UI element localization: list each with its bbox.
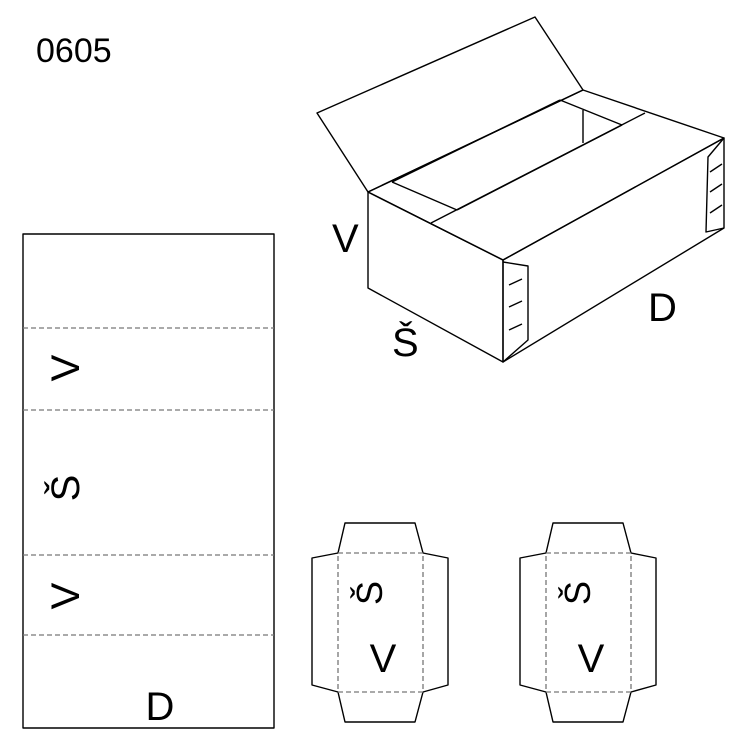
label-width: Š [392, 320, 419, 365]
blank-label-length: D [146, 685, 175, 729]
front-glue-tab [502, 261, 529, 363]
inner-flap-edge [391, 99, 561, 183]
model-number: 0605 [36, 32, 112, 70]
blank-label-width: Š [43, 475, 88, 502]
top-flap-edge [430, 112, 646, 224]
inner-flap-fold [559, 99, 623, 126]
end-panel-fold [545, 552, 632, 693]
end-label-height: V [578, 637, 605, 681]
rear-glue-tab [705, 137, 725, 233]
blank-outline [22, 233, 275, 729]
tape-mark [709, 163, 723, 173]
end-panel-right: Š V [519, 522, 657, 723]
tape-mark [508, 300, 523, 308]
tape-mark [709, 204, 723, 214]
box-end-face [367, 191, 504, 363]
flat-blank: V Š V D [22, 233, 275, 729]
blank-label-height: V [44, 354, 88, 381]
box-side-face [502, 137, 725, 363]
box-3d-view: V Š D [316, 16, 725, 365]
label-height: V [332, 217, 359, 261]
blank-label-height: V [44, 582, 88, 609]
label-length: D [648, 286, 677, 330]
end-panel-fold [337, 552, 424, 693]
end-label-height: V [370, 637, 397, 681]
tape-mark [709, 183, 723, 193]
tape-mark [508, 278, 523, 286]
inner-flap-fold [391, 181, 458, 211]
end-label-width: Š [349, 581, 390, 605]
tape-mark [508, 323, 523, 331]
box-top-outline [367, 89, 725, 261]
end-panel-left: Š V [311, 522, 449, 723]
end-label-width: Š [557, 581, 598, 605]
